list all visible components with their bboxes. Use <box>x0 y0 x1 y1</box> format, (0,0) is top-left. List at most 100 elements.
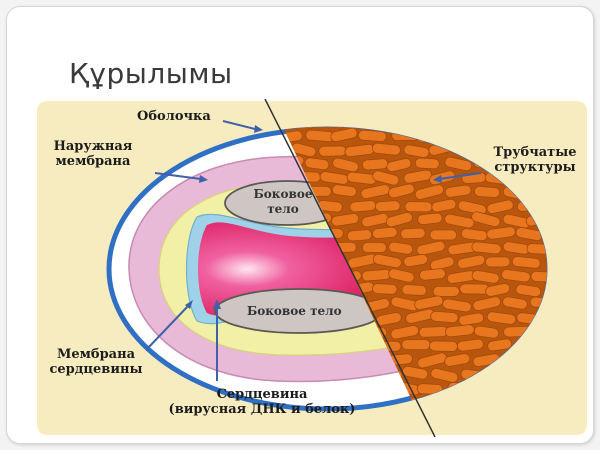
tubule <box>444 184 472 198</box>
label-core-line2: (вирусная ДНК и белок) <box>168 402 356 417</box>
tubule <box>471 211 501 228</box>
tubule <box>430 367 459 383</box>
tubule <box>402 365 429 380</box>
tubule <box>456 338 484 352</box>
tubule <box>471 270 500 284</box>
tubule <box>305 129 335 143</box>
tubule <box>349 200 377 213</box>
tubule <box>429 229 458 241</box>
tubule <box>331 213 360 227</box>
virus-structure-diagram: Оболочка Наружная мембрана Трубчатые стр… <box>37 99 587 437</box>
tubule <box>331 184 357 197</box>
tubule <box>501 269 531 283</box>
tubule <box>457 254 486 269</box>
label-core: Сердцевина (вирусная ДНК и белок) <box>147 387 377 417</box>
tubule <box>444 156 473 172</box>
label-tubular-line2: структуры <box>494 160 576 175</box>
tubule <box>474 186 501 198</box>
label-core-membrane-line1: Мембрана <box>56 347 136 362</box>
tubule <box>372 170 400 186</box>
tubule <box>430 310 459 324</box>
tubule <box>431 198 457 213</box>
tubule <box>526 243 547 255</box>
tubule <box>372 253 402 269</box>
tubule <box>485 256 511 268</box>
tubule <box>419 268 446 281</box>
tubule <box>432 285 460 297</box>
tubule <box>502 296 528 310</box>
tubule <box>444 213 475 229</box>
tubule <box>418 326 449 338</box>
tubule <box>515 284 542 298</box>
tubule <box>361 242 387 253</box>
tubule <box>361 158 389 171</box>
tubule <box>357 129 387 142</box>
label-lateral-body-top-line1: Боковое <box>253 187 313 201</box>
tubule <box>403 144 430 158</box>
label-core-line1: Сердцевина <box>216 387 308 402</box>
tubule <box>416 240 446 256</box>
tubule <box>390 325 420 340</box>
tubule <box>371 142 401 156</box>
label-lateral-body-top-line2: тело <box>267 202 299 216</box>
tubule <box>442 298 472 313</box>
tubule <box>361 269 392 282</box>
tubule <box>473 325 500 339</box>
tubule <box>485 283 511 297</box>
tubule <box>487 338 513 352</box>
label-core-membrane: Мембрана сердцевины <box>37 347 155 377</box>
tubule <box>486 311 517 325</box>
tubule <box>346 229 373 242</box>
label-outer-membrane: Наружная мембрана <box>37 139 149 169</box>
label-outer-membrane-line2: мембрана <box>55 154 131 169</box>
label-tubular-line1: Трубчатые <box>493 145 577 160</box>
tubule <box>401 284 427 296</box>
tubule <box>444 353 471 367</box>
tubule <box>543 285 547 298</box>
label-lateral-body-bottom: Боковое тело <box>247 304 342 318</box>
tubule <box>530 270 547 283</box>
tubule <box>330 127 358 143</box>
tubule <box>318 145 347 157</box>
tubule <box>545 255 547 268</box>
tubule <box>388 268 415 283</box>
tubule <box>372 226 398 239</box>
tubule <box>486 226 516 240</box>
tubule <box>401 339 431 351</box>
tubule <box>486 199 514 214</box>
tubule <box>388 241 414 255</box>
label-capsid: Оболочка <box>137 109 211 124</box>
tubule <box>511 256 541 269</box>
pointer-arrows <box>146 120 482 381</box>
tubule <box>540 227 547 241</box>
label-core-membrane-line2: сердцевины <box>49 362 143 377</box>
label-lateral-body-top: Боковое тело <box>243 187 323 217</box>
tubule <box>472 296 502 311</box>
tubule <box>471 241 502 255</box>
tubule <box>416 383 444 395</box>
tubule <box>385 212 413 228</box>
tubule <box>304 157 330 171</box>
tubule <box>374 200 401 213</box>
tubule <box>429 256 455 271</box>
tubule <box>414 184 445 200</box>
slide: Құрылымы <box>6 6 594 444</box>
tubule <box>403 169 433 184</box>
cut-line <box>264 99 436 437</box>
tubule <box>429 340 458 352</box>
tubule <box>360 184 391 199</box>
slide-title: Құрылымы <box>69 57 233 90</box>
tubule <box>458 312 485 326</box>
tubule <box>417 352 448 369</box>
tubule <box>414 295 444 310</box>
tubule <box>332 157 359 173</box>
tubule <box>414 157 440 170</box>
tubule <box>386 158 412 173</box>
tubule <box>457 200 487 216</box>
tubule <box>417 212 443 225</box>
diagram-canvas <box>37 99 587 437</box>
tubule <box>388 183 415 199</box>
tubule <box>372 283 398 295</box>
tubule <box>400 227 426 240</box>
tubule <box>404 201 433 213</box>
